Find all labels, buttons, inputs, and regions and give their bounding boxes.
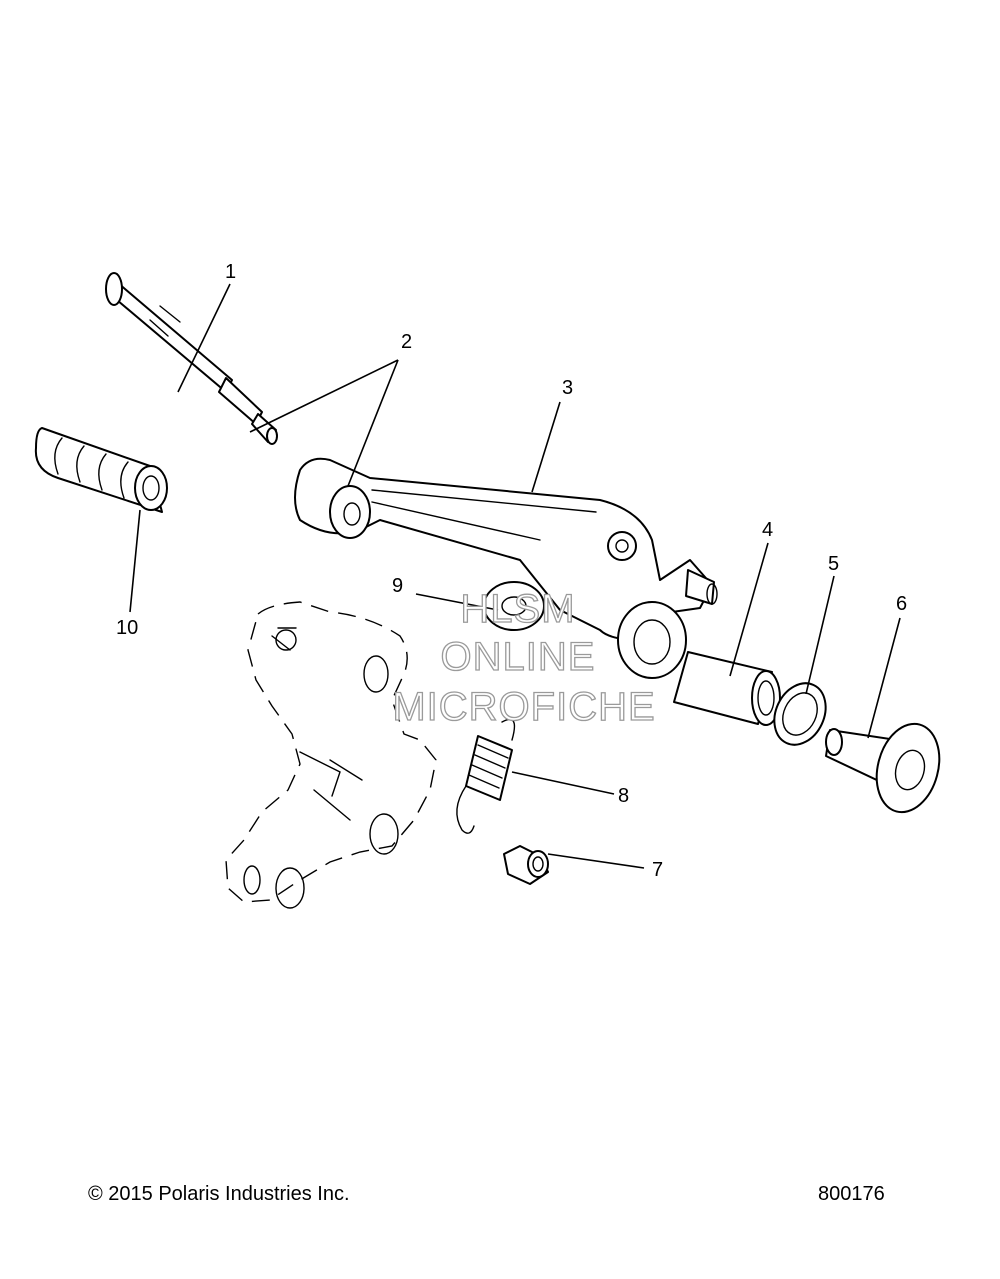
callout-2: 2 bbox=[401, 331, 412, 353]
callout-9: 9 bbox=[392, 575, 403, 597]
callout-10: 10 bbox=[116, 617, 138, 639]
part-8-spring bbox=[456, 718, 516, 834]
callout-3: 3 bbox=[562, 377, 573, 399]
mounting-bracket bbox=[225, 601, 437, 909]
part-7-flange-bolt bbox=[503, 845, 549, 885]
callout-1: 1 bbox=[225, 261, 236, 283]
part-1-peg-pin bbox=[105, 272, 278, 445]
callout-4: 4 bbox=[762, 519, 773, 541]
callout-8: 8 bbox=[618, 785, 629, 807]
leader-lines bbox=[129, 283, 901, 869]
callout-numbers: 1 2 3 4 5 6 7 8 9 10 bbox=[116, 261, 907, 881]
part-6-pivot-bolt bbox=[825, 722, 941, 814]
part-10-peg-rubber bbox=[34, 427, 168, 513]
diagram-number: 800176 bbox=[818, 1183, 885, 1205]
callout-7: 7 bbox=[652, 859, 663, 881]
part-9-washer bbox=[483, 581, 545, 631]
copyright-text: © 2015 Polaris Industries Inc. bbox=[88, 1183, 350, 1205]
watermark-line-1: HLSM bbox=[460, 587, 575, 631]
part-3-shift-lever bbox=[294, 457, 718, 679]
watermark-line-2: ONLINE bbox=[441, 635, 596, 679]
part-5-spacer-ring bbox=[773, 682, 827, 746]
watermark-line-3: MICROFICHE bbox=[392, 685, 655, 729]
part-4-bushing bbox=[673, 651, 781, 726]
watermark: HLSM ONLINE MICROFICHE bbox=[392, 586, 656, 729]
callout-6: 6 bbox=[896, 593, 907, 615]
callout-5: 5 bbox=[828, 553, 839, 575]
